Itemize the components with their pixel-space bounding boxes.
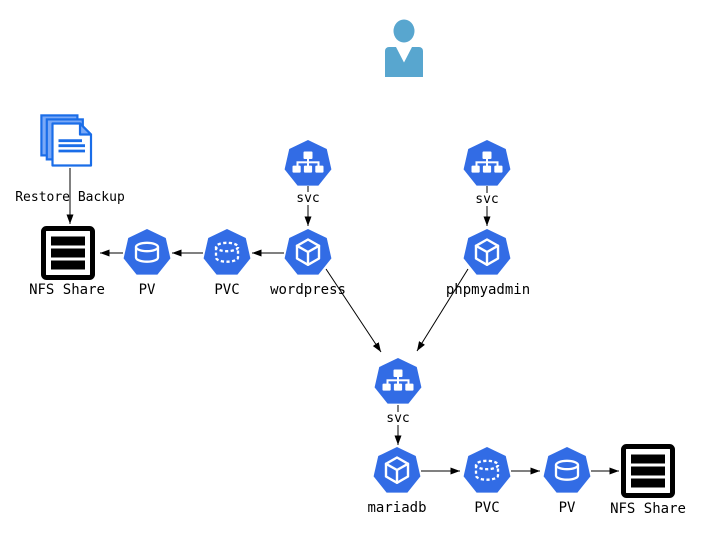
- user-icon: [376, 8, 432, 80]
- svc-phpmyadmin-edge-label: svc: [473, 192, 501, 207]
- pv-bottom-icon: [542, 446, 592, 496]
- pv-left-icon: [122, 228, 172, 278]
- pvc-bottom-icon: [462, 446, 512, 496]
- mariadb-pod-icon: [372, 446, 422, 496]
- pv-bottom-label: PV: [558, 500, 576, 516]
- phpmyadmin-label: phpmyadmin: [445, 282, 531, 298]
- phpmyadmin-pod-icon: [462, 228, 512, 278]
- nfs-share-left-label: NFS Share: [29, 282, 105, 298]
- svc-mariadb-edge-label: svc: [384, 411, 412, 426]
- wordpress-label: wordpress: [270, 282, 346, 298]
- service-mariadb-icon: [373, 357, 423, 407]
- pv-left-label: PV: [138, 282, 156, 298]
- restore-backup-documents-icon: [40, 114, 93, 167]
- pvc-left-icon: [202, 228, 252, 278]
- nfs-share-right-icon: [621, 444, 675, 498]
- pvc-bottom-label: PVC: [474, 500, 500, 516]
- pvc-left-label: PVC: [214, 282, 240, 298]
- service-phpmyadmin-icon: [462, 139, 512, 189]
- mariadb-label: mariadb: [367, 500, 427, 516]
- svc-wordpress-edge-label: svc: [294, 191, 322, 206]
- nfs-share-right-label: NFS Share: [610, 501, 686, 517]
- service-wordpress-icon: [283, 139, 333, 189]
- wordpress-pod-icon: [283, 228, 333, 278]
- restore-backup-label: Restore Backup: [15, 190, 125, 205]
- nfs-share-left-icon: [41, 226, 95, 280]
